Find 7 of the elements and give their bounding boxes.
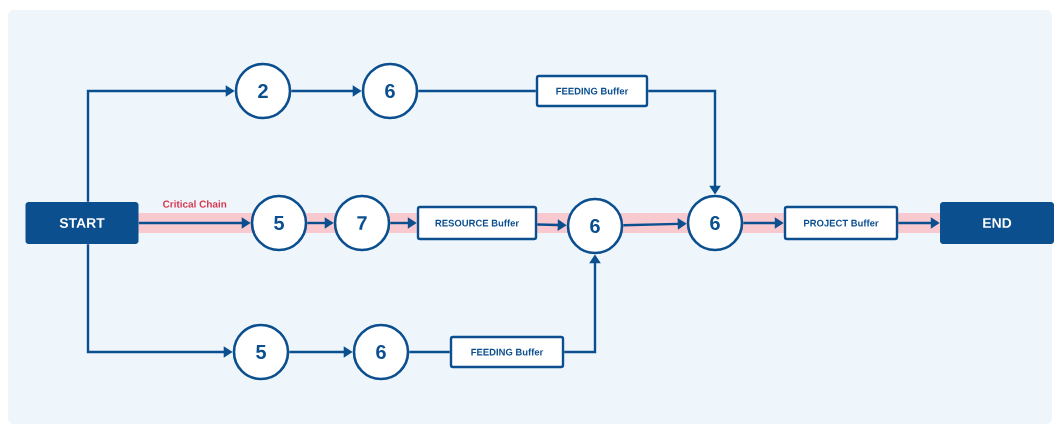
- terminal-box: END: [940, 202, 1054, 244]
- buffer-box: FEEDING Buffer: [535, 74, 649, 108]
- terminal-box: START: [25, 202, 139, 244]
- buffer-box: PROJECT Buffer: [783, 205, 899, 241]
- edge-label: Critical Chain: [163, 200, 227, 208]
- buffer-box: FEEDING Buffer: [449, 335, 565, 369]
- buffer-box: RESOURCE Buffer: [416, 205, 538, 241]
